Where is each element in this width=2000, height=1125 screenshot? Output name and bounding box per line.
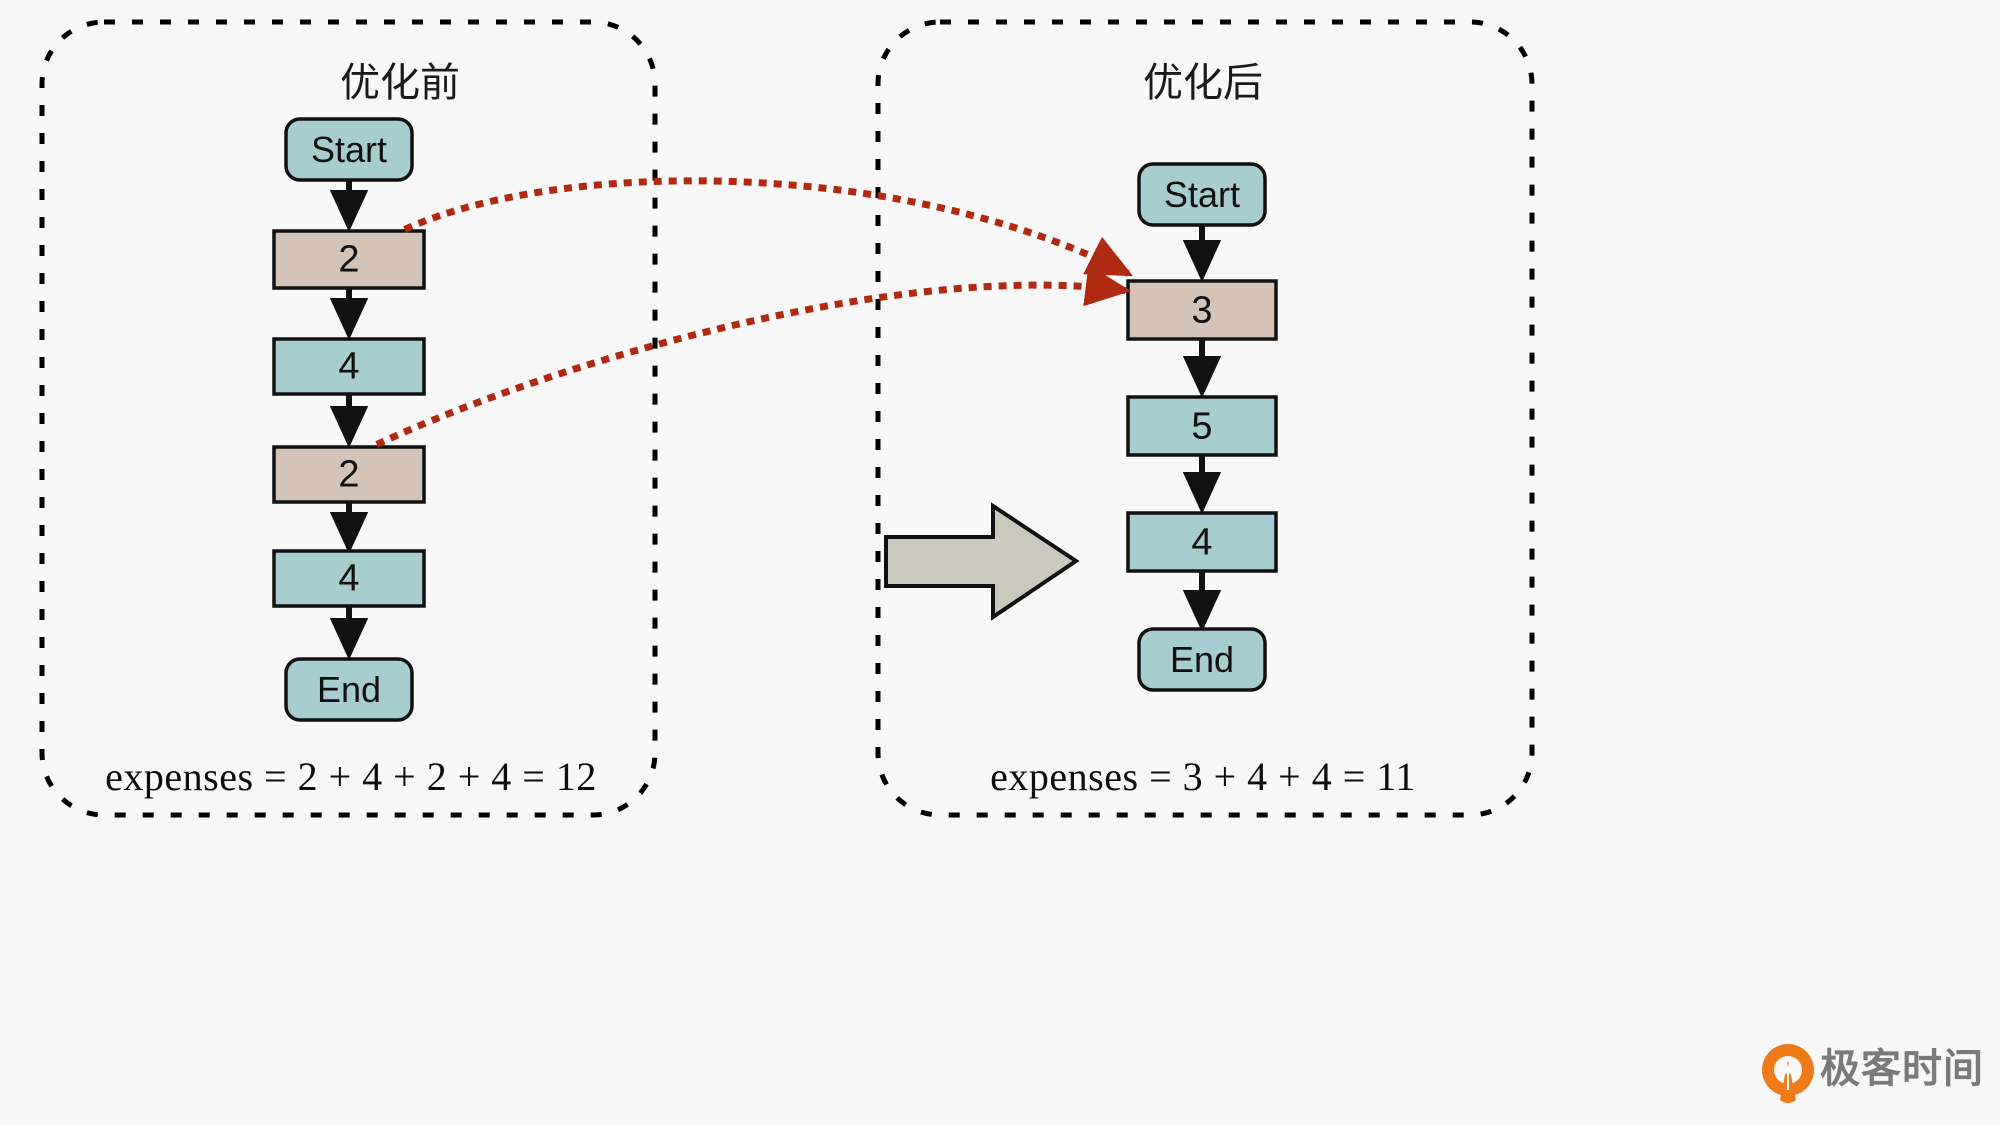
after-node-end[interactable] [1137, 627, 1267, 692]
before-node-n2[interactable] [272, 337, 426, 396]
geektime-logo-icon [1762, 1044, 1814, 1103]
watermark-label: 极客时间 [1820, 1046, 1984, 1092]
before-node-start[interactable] [284, 117, 414, 182]
panel-before-border [39, 19, 658, 818]
after-node-n1[interactable] [1126, 279, 1278, 341]
watermark-logo-spacer [1752, 1040, 1810, 1098]
merge-arrow-1 [403, 177, 1134, 277]
after-node-start[interactable] [1137, 162, 1267, 227]
panel-after-title: 优化后 [1143, 60, 1263, 106]
merge-arrow-2 [375, 264, 1132, 448]
watermark: 极客时间 [1752, 1040, 1984, 1098]
before-node-n3[interactable] [272, 445, 426, 504]
panel-after-border [875, 19, 1535, 818]
transition-block-arrow-icon [884, 502, 1080, 621]
before-node-end[interactable] [284, 657, 414, 722]
before-node-n1[interactable] [272, 229, 426, 290]
panel-before-expenses: expenses = 2 + 4 + 2 + 4 = 12 [105, 754, 597, 799]
panel-before-title: 优化前 [340, 60, 460, 106]
after-node-n2[interactable] [1126, 395, 1278, 457]
after-node-n3[interactable] [1126, 511, 1278, 573]
panel-after-expenses: expenses = 3 + 4 + 4 = 11 [990, 754, 1416, 799]
before-node-n4[interactable] [272, 549, 426, 608]
